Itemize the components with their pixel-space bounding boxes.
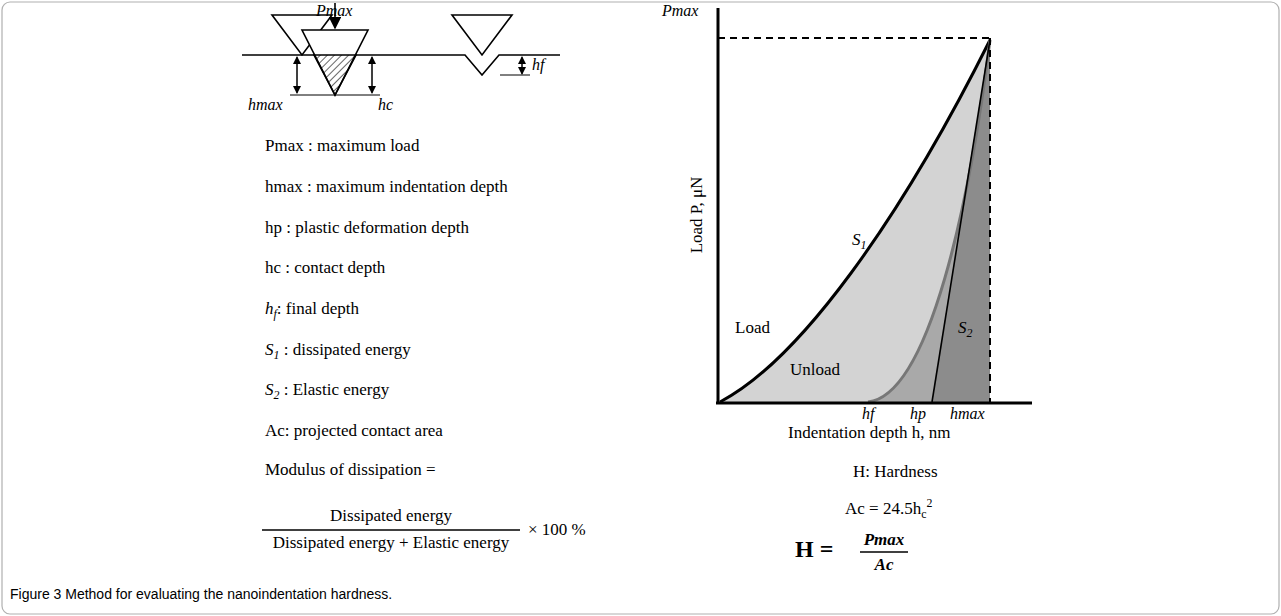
label: 2 <box>926 496 932 510</box>
text-label: hp : plastic deformation depth <box>265 218 469 238</box>
label: hc <box>378 96 393 113</box>
label: S <box>265 380 274 399</box>
text-label: S2 : Elastic energy <box>265 380 389 403</box>
text-label: hmax <box>950 405 985 423</box>
text-label: Dissipated energy + Elastic energy <box>273 533 510 553</box>
load-depth-chart <box>716 8 1032 404</box>
label: S <box>265 340 274 359</box>
text-label: Dissipated energy <box>330 506 452 526</box>
label: Load <box>735 318 770 337</box>
text-label: H = <box>795 536 833 564</box>
label: Pmax <box>864 530 905 549</box>
label: S <box>852 230 861 249</box>
label: Pmax <box>316 2 352 19</box>
text-label: Pmax <box>316 2 352 20</box>
label: hmax <box>950 405 985 422</box>
label: hp : plastic deformation depth <box>265 218 469 237</box>
figure-caption: Figure 3 Method for evaluating the nanoi… <box>10 586 392 602</box>
label: Modulus of dissipation = <box>265 460 436 479</box>
label: Ac = 24.5h <box>845 499 921 518</box>
label: Pmax : maximum load <box>265 136 419 155</box>
label: H = <box>795 536 833 562</box>
label: 1 <box>861 238 867 252</box>
text-label: H: Hardness <box>853 462 938 482</box>
text-label: Load <box>735 318 770 338</box>
label: 1 <box>274 348 280 362</box>
label: c <box>921 507 926 521</box>
text-label: Pmax <box>864 530 905 550</box>
label: S <box>958 318 967 337</box>
label: Dissipated energy + Elastic energy <box>273 533 510 552</box>
label: × 100 % <box>528 520 586 539</box>
text-label: S1 : dissipated energy <box>265 340 411 363</box>
label: hf <box>862 405 874 422</box>
text-label: Pmax : maximum load <box>265 136 419 156</box>
text-label: Indentation depth h, nm <box>788 423 950 443</box>
fraction-bar <box>262 529 520 530</box>
label: H: Hardness <box>853 462 938 481</box>
label: Unload <box>790 360 840 379</box>
label: hmax : maximum indentation depth <box>265 177 508 196</box>
text-label: S1 <box>852 230 866 253</box>
label: 2 <box>967 326 973 340</box>
label: Load P, μN <box>687 177 706 254</box>
text-label: hp <box>910 405 926 423</box>
label: Dissipated energy <box>330 506 452 525</box>
label: hp <box>910 405 926 422</box>
caption-text: Figure 3 Method for evaluating the nanoi… <box>10 586 392 602</box>
label: hmax <box>248 96 283 113</box>
label: f <box>274 307 277 321</box>
label: : Elastic energy <box>279 380 389 399</box>
label: h <box>265 299 274 318</box>
text-label: hc : contact depth <box>265 258 385 278</box>
text-label: Modulus of dissipation = <box>265 460 436 480</box>
text-label: Ac <box>875 555 894 575</box>
text-label: hf: final depth <box>265 299 359 322</box>
label: 2 <box>274 388 280 402</box>
text-label: hf <box>862 405 874 423</box>
label: : dissipated energy <box>279 340 410 359</box>
text-label: Load P, μN <box>687 177 707 254</box>
text-label: hf <box>532 56 544 74</box>
label: hf <box>532 56 544 73</box>
label: : final depth <box>277 299 359 318</box>
fraction-bar <box>860 551 908 552</box>
text-label: Unload <box>790 360 840 380</box>
text-label: hc <box>378 96 393 114</box>
label: Ac <box>875 555 894 574</box>
text-label: × 100 % <box>528 520 586 540</box>
text-label: hmax : maximum indentation depth <box>265 177 508 197</box>
text-label: Ac: projected contact area <box>265 421 443 441</box>
label: Pmax <box>662 2 698 19</box>
text-label: Ac = 24.5hc2 <box>845 497 932 522</box>
label: Ac: projected contact area <box>265 421 443 440</box>
label: Indentation depth h, nm <box>788 423 950 442</box>
text-label: Pmax <box>662 2 698 20</box>
label: hc : contact depth <box>265 258 385 277</box>
indentation-sketch <box>242 3 560 95</box>
text-label: hmax <box>248 96 283 114</box>
text-label: S2 <box>958 318 972 341</box>
